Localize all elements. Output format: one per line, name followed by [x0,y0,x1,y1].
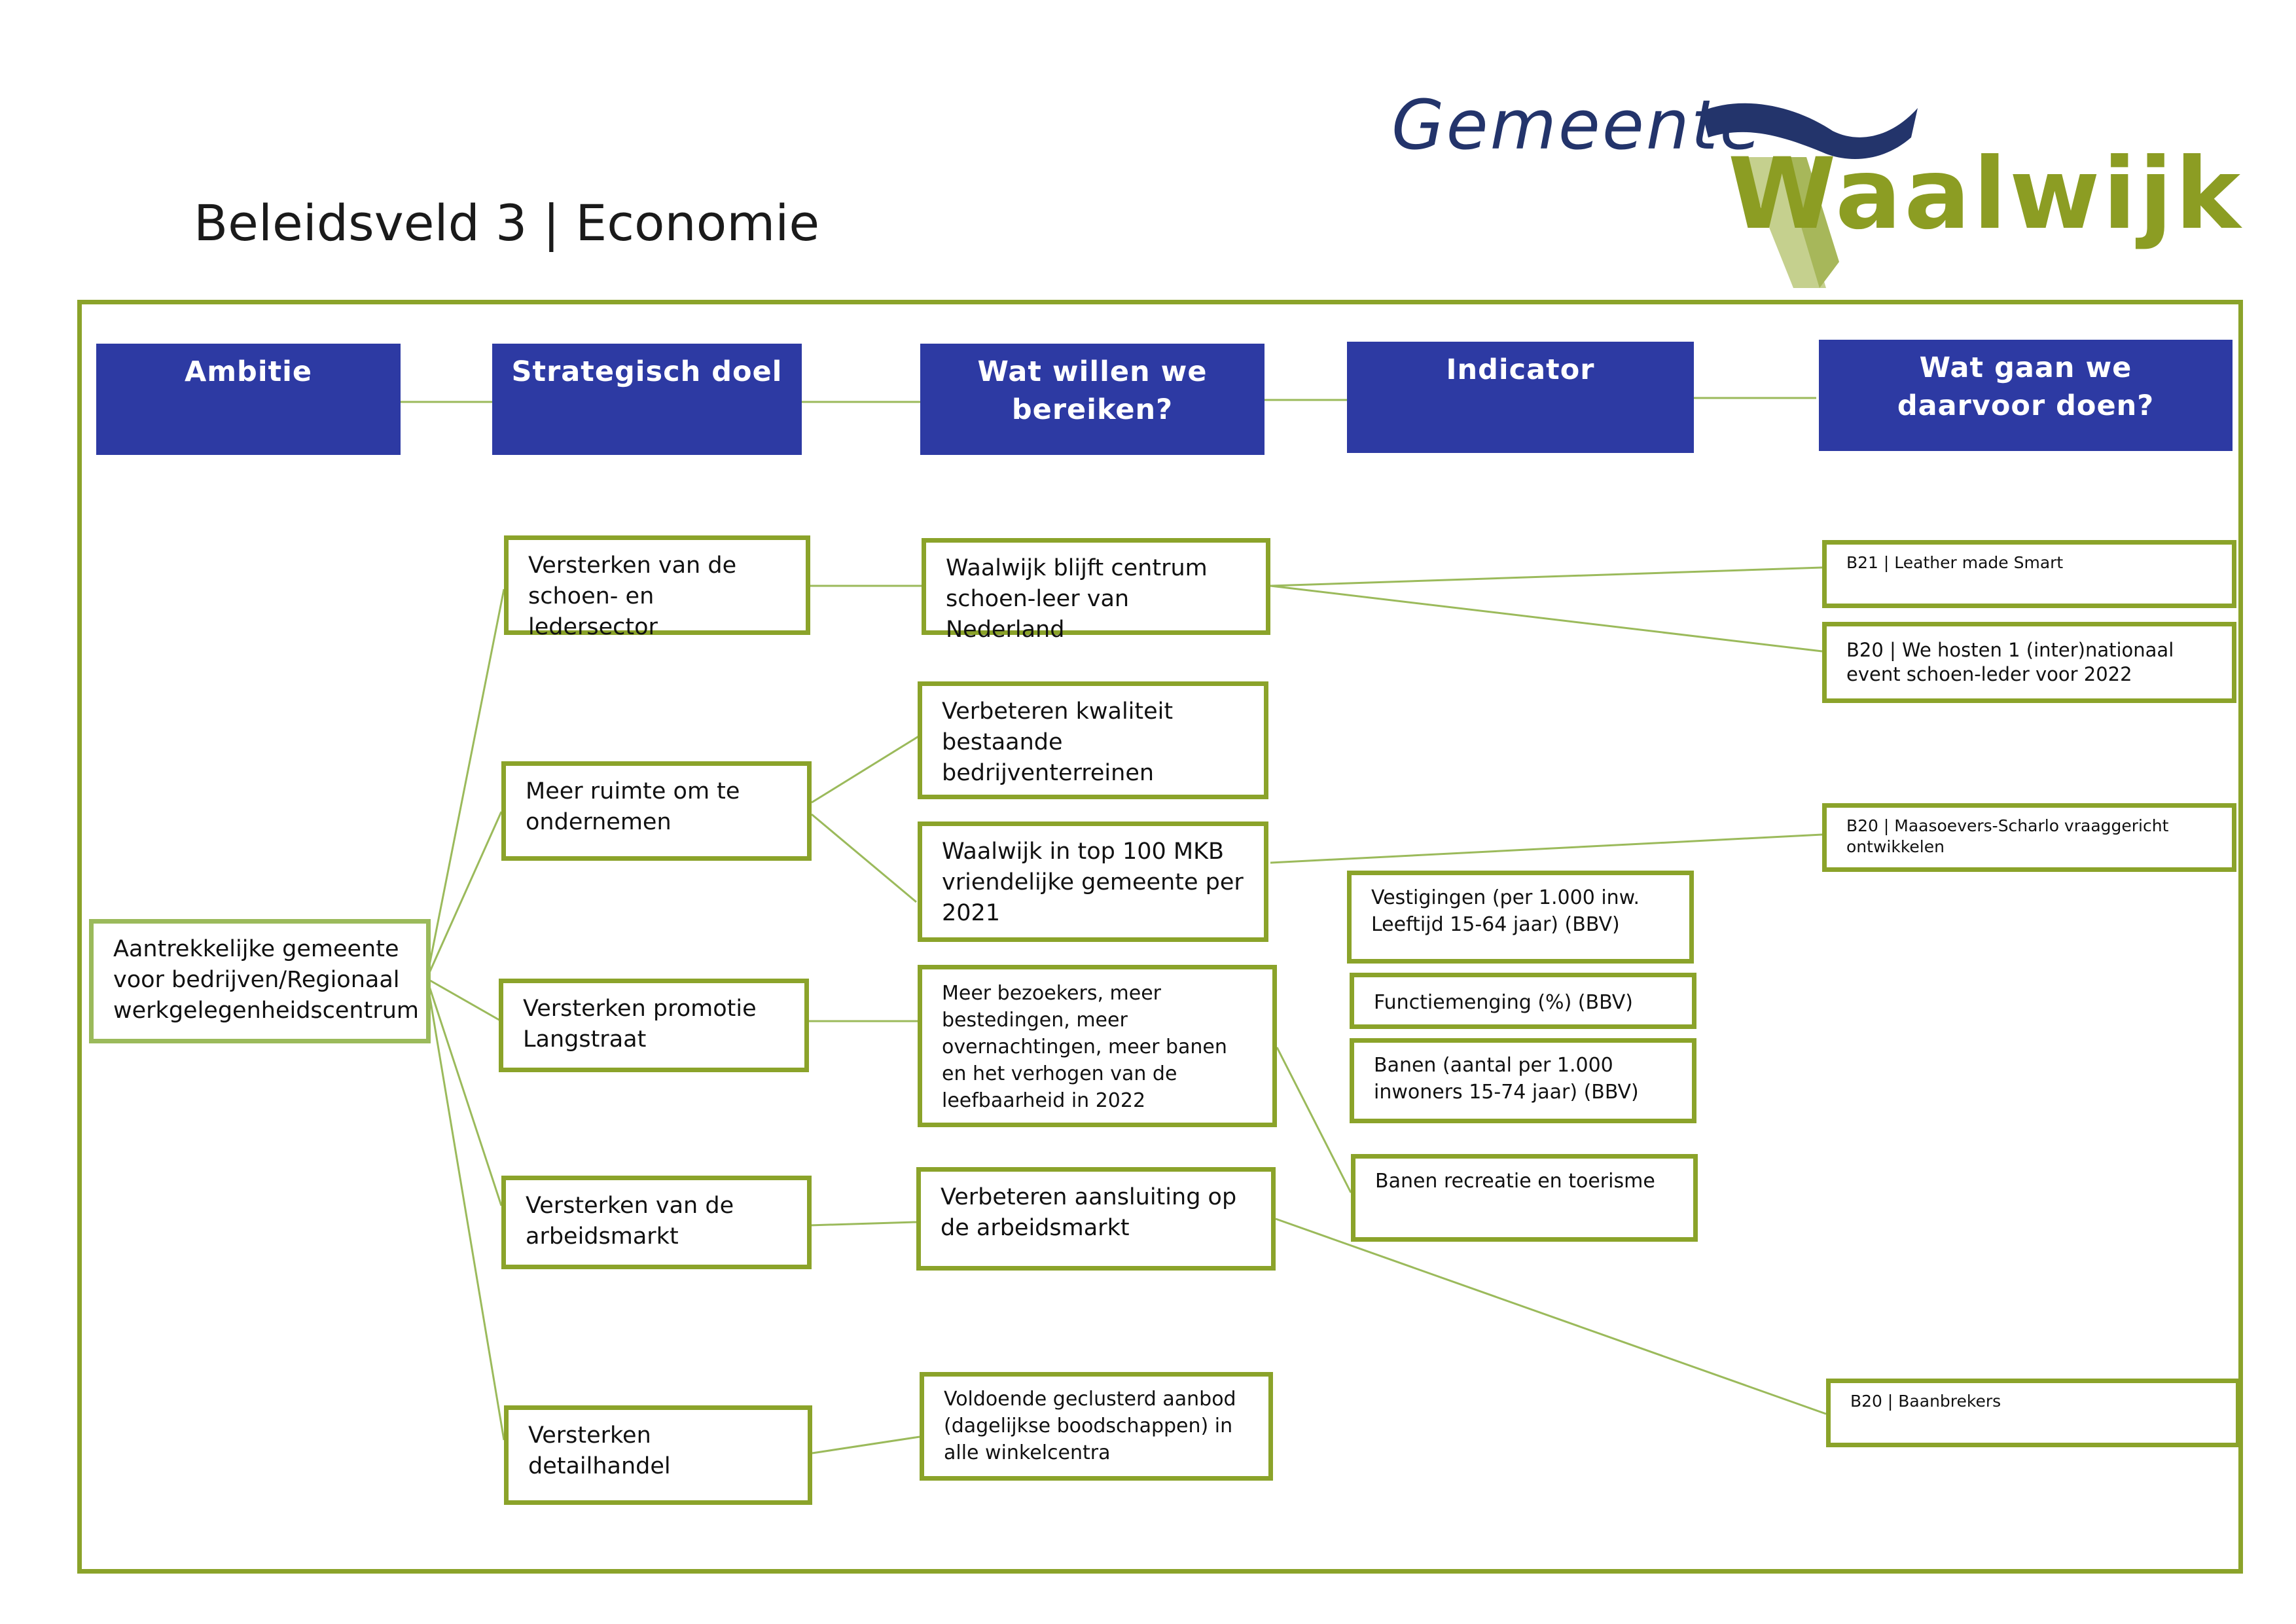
doel-arbeidsmarkt: Versterken van de arbeidsmarkt [501,1176,812,1269]
diagram-frame [77,300,2243,1574]
doel-detailhandel: Versterken detailhandel [504,1405,812,1505]
header-wat-willen-we-bereiken: Wat willen we bereiken? [920,344,1265,455]
indicator-functiemenging: Functiemenging (%) (BBV) [1350,973,1696,1029]
indicator-banen-recreatie-toerisme: Banen recreatie en toerisme [1351,1154,1698,1242]
actie-maasoevers-scharlo: B20 | Maasoevers-Scharlo vraaggericht on… [1822,803,2236,872]
header-indicator: Indicator [1347,342,1694,453]
indicator-banen: Banen (aantal per 1.000 inwoners 15-74 j… [1350,1038,1696,1123]
actie-event-schoen-leder: B20 | We hosten 1 (inter)nationaal event… [1822,622,2236,703]
bereiken-geclusterd-aanbod: Voldoende geclusterd aanbod (dagelijkse … [920,1372,1273,1481]
bereiken-centrum-schoen-leer: Waalwijk blijft centrum schoen-leer van … [922,538,1270,643]
header-strategisch-doel: Strategisch doel [492,344,802,455]
logo-text-gemeente: Gemeente [1391,85,1764,165]
bereiken-top-100-mkb: Waalwijk in top 100 MKB vriendelijke gem… [918,821,1268,942]
header-wat-gaan-we-daarvoor-doen: Wat gaan we daarvoor doen? [1819,340,2233,451]
ambitie-box: Aantrekkelijke gemeente voor bedrijven/R… [89,919,431,1043]
header-ambitie: Ambitie [96,344,401,455]
page-title: Beleidsveld 3 | Economie [194,194,820,252]
bereiken-aansluiting-arbeidsmarkt: Verbeteren aansluiting op de arbeidsmark… [916,1167,1276,1271]
logo-wave-icon [1702,103,1918,288]
bereiken-kwaliteit-bedrijventerreinen: Verbeteren kwaliteit bestaande bedrijven… [918,681,1268,799]
doel-schoen-ledersector: Versterken van de schoen- en ledersector [504,535,810,640]
gemeente-waalwijk-logo: Gemeente Waalwijk [1374,72,2240,288]
bereiken-meer-bezoekers: Meer bezoekers, meer bestedingen, meer o… [918,965,1277,1127]
doel-promotie-langstraat: Versterken promotie Langstraat [499,979,809,1072]
indicator-vestigingen: Vestigingen (per 1.000 inw. Leeftijd 15-… [1347,871,1694,964]
actie-leather-made-smart: B21 | Leather made Smart [1822,540,2236,608]
actie-baanbrekers: B20 | Baanbrekers [1826,1379,2240,1447]
doel-meer-ruimte: Meer ruimte om te ondernemen [501,761,812,861]
logo-text-waalwijk: Waalwijk [1728,137,2244,251]
